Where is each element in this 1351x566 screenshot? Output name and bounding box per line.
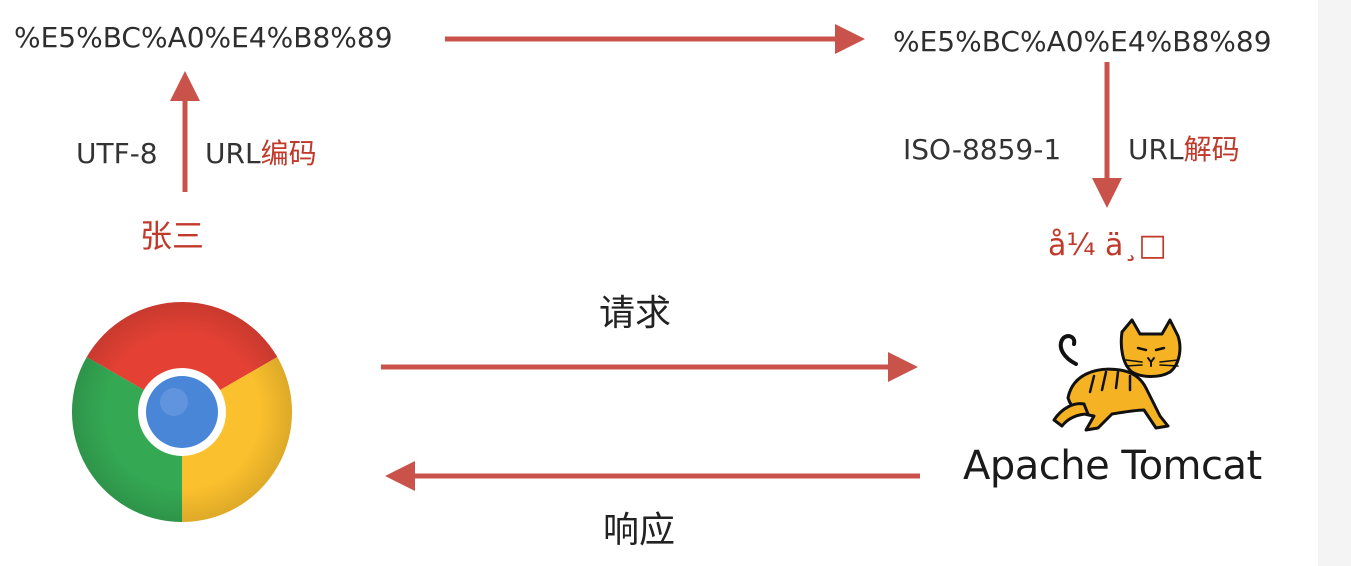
server-name: Apache Tomcat (963, 443, 1262, 489)
response-label: 响应 (603, 510, 676, 551)
right-charset-label: ISO-8859-1 (903, 133, 1062, 166)
side-band (1318, 0, 1351, 566)
url-encode-label: URL编码 (205, 140, 317, 168)
encoded-string-left: %E5%BC%A0%E4%B8%89 (14, 21, 393, 54)
garbled-text: å¼ ä¸□ (1048, 228, 1167, 263)
request-label: 请求 (599, 293, 672, 334)
url-decode-suffix: 解码 (1183, 133, 1240, 166)
left-charset-label: UTF-8 (76, 137, 158, 170)
url-decode-label: URL解码 (1128, 136, 1240, 164)
url-encode-prefix: URL (205, 137, 261, 170)
encoded-string-right: %E5%BC%A0%E4%B8%89 (893, 25, 1272, 58)
tomcat-cat-icon (1052, 318, 1182, 432)
source-text: 张三 (140, 217, 205, 255)
chrome-logo-icon (71, 302, 293, 522)
url-encode-suffix: 编码 (260, 137, 317, 170)
url-decode-prefix: URL (1128, 133, 1184, 166)
